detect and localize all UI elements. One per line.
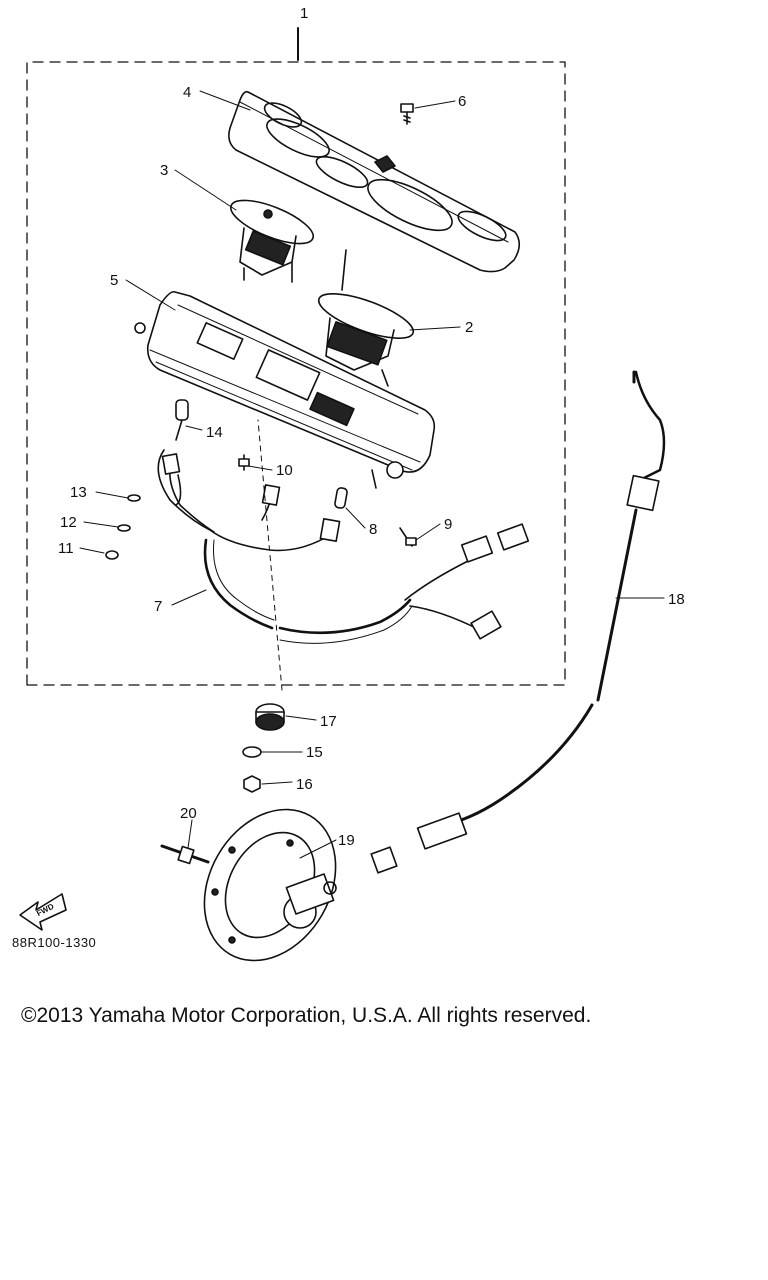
callout-19: 19: [338, 832, 355, 849]
callout-labels: 1 2 3 4 5 6 7 8 9 10 11 12 13 14 15 16 1…: [35, 5, 685, 918]
cover-screw: [400, 103, 414, 125]
bracket-screw: [399, 527, 417, 547]
callout-16: 16: [296, 776, 313, 793]
callout-1: 1: [300, 5, 308, 22]
meter-housing: [134, 290, 436, 489]
copyright-notice: ©2013 Yamaha Motor Corporation, U.S.A. A…: [21, 1004, 592, 1027]
callout-17: 17: [320, 713, 337, 730]
callout-11: 11: [58, 540, 74, 557]
indicator-bulb: [334, 487, 348, 509]
figure-code: 88R100-1330: [12, 935, 97, 950]
callout-5: 5: [110, 272, 118, 289]
tachometer: [230, 199, 314, 283]
callout-15: 15: [306, 744, 323, 761]
callout-8: 8: [369, 521, 377, 538]
callout-12: 12: [60, 514, 77, 531]
callout-14: 14: [206, 424, 223, 441]
wire-harness: [157, 449, 530, 644]
callout-20: 20: [180, 805, 197, 822]
parts-diagram: 1 2 3 4 5 6 7 8 9 10 11 12 13 14 15 16 1…: [19, 5, 685, 962]
housing-screw: [238, 454, 250, 471]
speedometer-cable: [370, 370, 666, 874]
leader-lines: [79, 90, 665, 859]
meter-cover: [228, 90, 521, 273]
callout-9: 9: [444, 516, 452, 533]
callout-13: 13: [70, 484, 87, 501]
speedometer: [317, 249, 415, 387]
callout-7: 7: [154, 598, 162, 615]
assembly-boundary: [26, 61, 566, 686]
callout-4: 4: [183, 84, 191, 101]
speedometer-gear-unit: [203, 808, 337, 962]
front-arrow: [19, 893, 67, 931]
callout-10: 10: [276, 462, 293, 479]
gear-shaft: [160, 844, 210, 865]
callout-6: 6: [458, 93, 466, 110]
callout-3: 3: [160, 162, 168, 179]
callout-2: 2: [465, 319, 473, 336]
damper-washer-nut: [242, 419, 285, 793]
fitting-washers: [105, 494, 141, 560]
callout-18: 18: [668, 591, 685, 608]
bulb-socket: [175, 399, 189, 441]
